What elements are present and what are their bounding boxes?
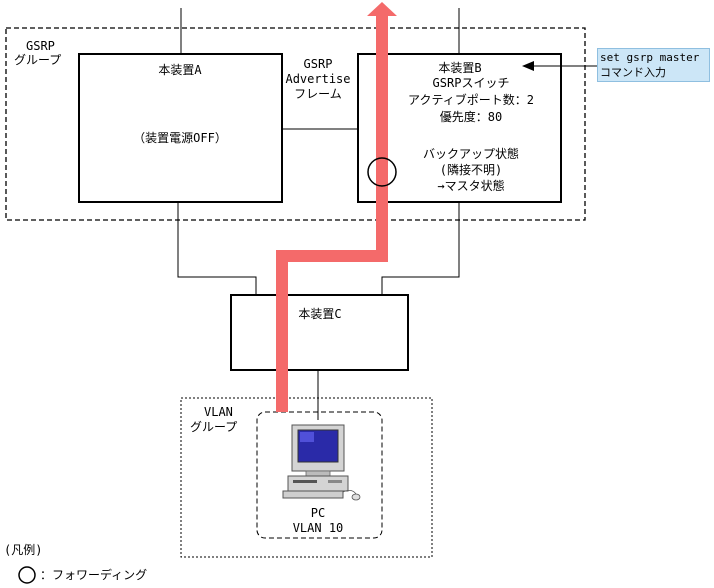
command-input-box: set gsrp master コマンド入力 <box>597 48 710 82</box>
forwarding-port-circle <box>367 157 397 187</box>
device-a-status: （装置電源OFF） <box>133 131 227 145</box>
device-b-line3: 優先度：80 <box>440 109 502 124</box>
device-b-line1: GSRPスイッチ <box>433 76 510 90</box>
vlan-group-label-1: VLAN <box>204 405 233 419</box>
device-c-box <box>230 294 409 371</box>
device-b-line2: アクティブポート数：2 <box>408 92 534 107</box>
device-a-title: 本装置A <box>158 63 202 77</box>
device-b-line5: (隣接不明) <box>440 162 502 177</box>
pc-label: PC <box>311 506 325 520</box>
link-a-c <box>177 202 257 295</box>
advertise-label-3: フレーム <box>294 87 342 101</box>
pc-vlan-label: VLAN 10 <box>293 521 344 535</box>
command-arrow-head <box>522 61 534 71</box>
forwarding-path-arrow <box>276 2 397 412</box>
vlan-group-label-2: グループ <box>190 420 237 434</box>
device-b-line4: バックアップ状態 <box>423 146 519 161</box>
gsrp-group-boundary <box>5 27 586 221</box>
advertise-label-1: GSRP <box>304 57 333 71</box>
device-a-box <box>78 53 283 203</box>
pc-icon <box>282 424 361 501</box>
legend-forwarding-label: ：フォワーディング <box>40 567 147 582</box>
advertise-label-2: Advertise <box>285 72 350 86</box>
command-line-2: コマンド入力 <box>600 66 666 79</box>
gsrp-group-label-1: GSRP <box>26 39 55 53</box>
device-b-line6: →マスタ状態 <box>437 178 504 193</box>
pc-boundary <box>256 411 383 539</box>
link-b-c <box>381 202 460 295</box>
legend-title: (凡例) <box>4 543 42 557</box>
device-c-title: 本装置C <box>298 307 341 321</box>
vlan-group-boundary <box>180 397 433 558</box>
legend-circle-icon <box>18 566 36 584</box>
gsrp-group-label-2: グループ <box>14 53 61 67</box>
device-b-title: 本装置B <box>438 61 481 75</box>
command-line-1: set gsrp master <box>600 51 700 64</box>
